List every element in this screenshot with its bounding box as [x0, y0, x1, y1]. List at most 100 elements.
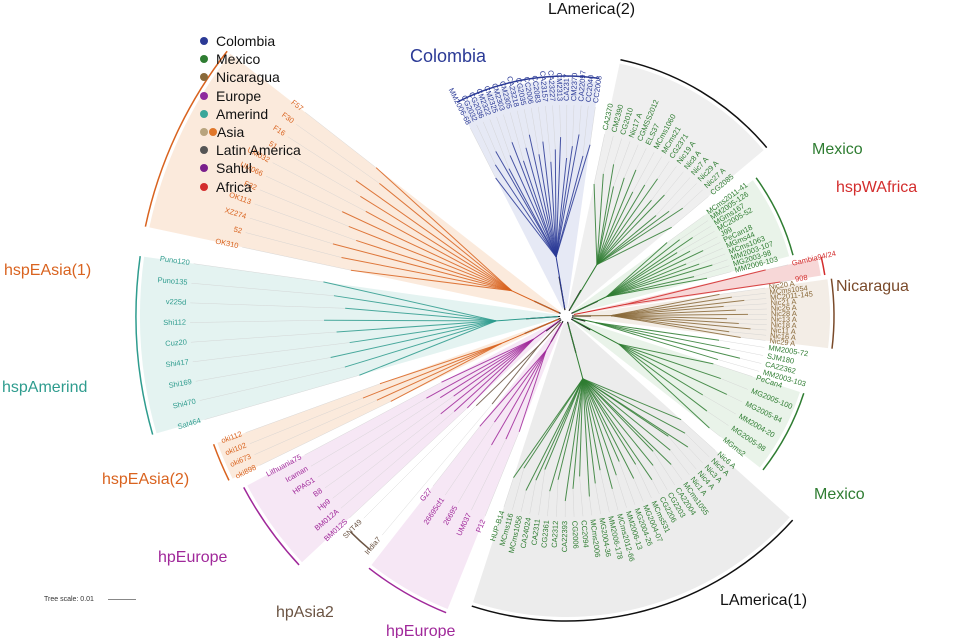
- leaf-guide: [470, 127, 496, 178]
- leaf-guide: [259, 401, 391, 466]
- leaf-guide: [635, 464, 652, 499]
- clade-stem: [569, 264, 598, 310]
- leaf-guide: [651, 166, 677, 201]
- leaf-guide: [279, 149, 361, 197]
- leaf-guide: [723, 303, 767, 307]
- leaf-guide: [731, 293, 766, 298]
- leaf-branch: [610, 305, 724, 317]
- leaf-branch: [582, 378, 686, 434]
- leaf-guide: [599, 470, 610, 513]
- legend-dot-icon: [200, 91, 208, 100]
- clade-stem: [567, 323, 584, 379]
- leaf-guide: [706, 271, 732, 279]
- clade-shade: [217, 318, 559, 479]
- leaf-label: Nic21 A: [770, 297, 796, 308]
- leaf-branch: [518, 350, 547, 433]
- clade-shade: [573, 279, 830, 349]
- leaf-branch: [624, 281, 781, 306]
- leaf-branch: [341, 257, 512, 292]
- tree-scale: Tree scale: 0.01: [44, 596, 136, 603]
- leaf-guide: [552, 105, 556, 150]
- clade-label: LAmerica(1): [720, 592, 807, 609]
- leaf-guide: [324, 395, 454, 489]
- leaf-branch: [582, 378, 671, 451]
- leaf-guide: [305, 112, 377, 168]
- leaf-branch: [555, 144, 591, 257]
- clade-shade: [140, 256, 559, 434]
- leaf-guide: [635, 148, 647, 170]
- clade-shade: [472, 321, 790, 617]
- leaf-branch: [582, 378, 637, 465]
- legend-item: Nicaragua: [200, 68, 340, 86]
- leaf-branch: [596, 186, 615, 265]
- leaf-branch: [596, 215, 657, 265]
- clade-bracket: [755, 177, 794, 256]
- leaf-branch: [564, 378, 584, 502]
- leaf-branch: [610, 296, 733, 317]
- leaf-label: CG2361: [539, 520, 551, 549]
- leaf-branch: [618, 343, 728, 395]
- legend-item: Asia: [200, 123, 340, 141]
- leaf-label: Nic29 A: [769, 336, 796, 348]
- leaf-branch: [511, 142, 557, 258]
- leaf-guide: [445, 422, 495, 496]
- leaf-guide: [699, 253, 726, 265]
- clade-label: hspAmerind: [2, 379, 87, 396]
- legend-item: Mexico: [200, 50, 340, 68]
- leaf-label: MC2011-145: [770, 289, 813, 302]
- leaf-branch: [333, 295, 497, 322]
- leaf-label: CA2317: [562, 74, 571, 101]
- leaf-label: 51: [267, 139, 279, 151]
- clade-shade: [572, 318, 800, 468]
- leaf-guide: [738, 323, 767, 325]
- leaf-guide: [249, 217, 333, 245]
- leaf-guide: [204, 375, 360, 420]
- leaf-branch: [606, 276, 695, 298]
- legend-dot-icon: [200, 109, 208, 118]
- leaf-branch: [596, 164, 615, 265]
- leaf-guide: [510, 112, 524, 161]
- leaf-branch: [606, 263, 687, 298]
- clade-stem: [573, 304, 625, 315]
- leaf-label: Shi417: [165, 357, 189, 369]
- legend-dot-icon: [209, 128, 217, 137]
- leaf-branch: [610, 299, 745, 317]
- clade-hspamerind: Sat464Shi470Shi169Shi417Cuz20Shi112v225d…: [2, 254, 559, 435]
- leaf-branch: [618, 343, 708, 412]
- leaf-label: CM2370: [569, 73, 579, 102]
- clade-stem: [538, 321, 561, 346]
- leaf-label: CA23157: [538, 70, 550, 102]
- leaf-branch: [439, 338, 534, 399]
- leaf-branch: [596, 191, 634, 265]
- leaf-branch: [596, 207, 684, 265]
- leaf-guide: [677, 231, 715, 253]
- leaf-branch: [582, 378, 596, 484]
- leaf-guide: [190, 331, 337, 343]
- leaf-guide: [190, 302, 346, 309]
- leaf-guide: [190, 320, 325, 323]
- leaf-branch: [479, 350, 547, 427]
- leaf-branch: [440, 338, 534, 415]
- clade-stem: [496, 316, 559, 322]
- leaf-branch: [606, 263, 700, 298]
- leaf-branch: [596, 210, 670, 265]
- leaf-branch: [610, 309, 736, 317]
- leaf-guide: [579, 476, 584, 517]
- leaf-branch: [596, 169, 637, 265]
- leaf-branch: [618, 343, 704, 396]
- leaf-label: CC2083: [530, 75, 543, 103]
- leaf-branch: [606, 264, 713, 298]
- leaf-guide: [589, 496, 593, 516]
- clade-bracket: [349, 531, 371, 551]
- legend-dot-icon: [200, 146, 208, 155]
- leaf-label: Nic26 A: [771, 303, 797, 313]
- leaf-guide: [530, 107, 540, 155]
- leaf-guide: [703, 242, 721, 251]
- leaf-guide: [709, 427, 721, 437]
- leaf-label: Shi112: [163, 318, 186, 327]
- leaf-label: CA2311: [529, 518, 542, 546]
- leaf-branch: [610, 293, 720, 317]
- leaf-guide: [249, 397, 364, 444]
